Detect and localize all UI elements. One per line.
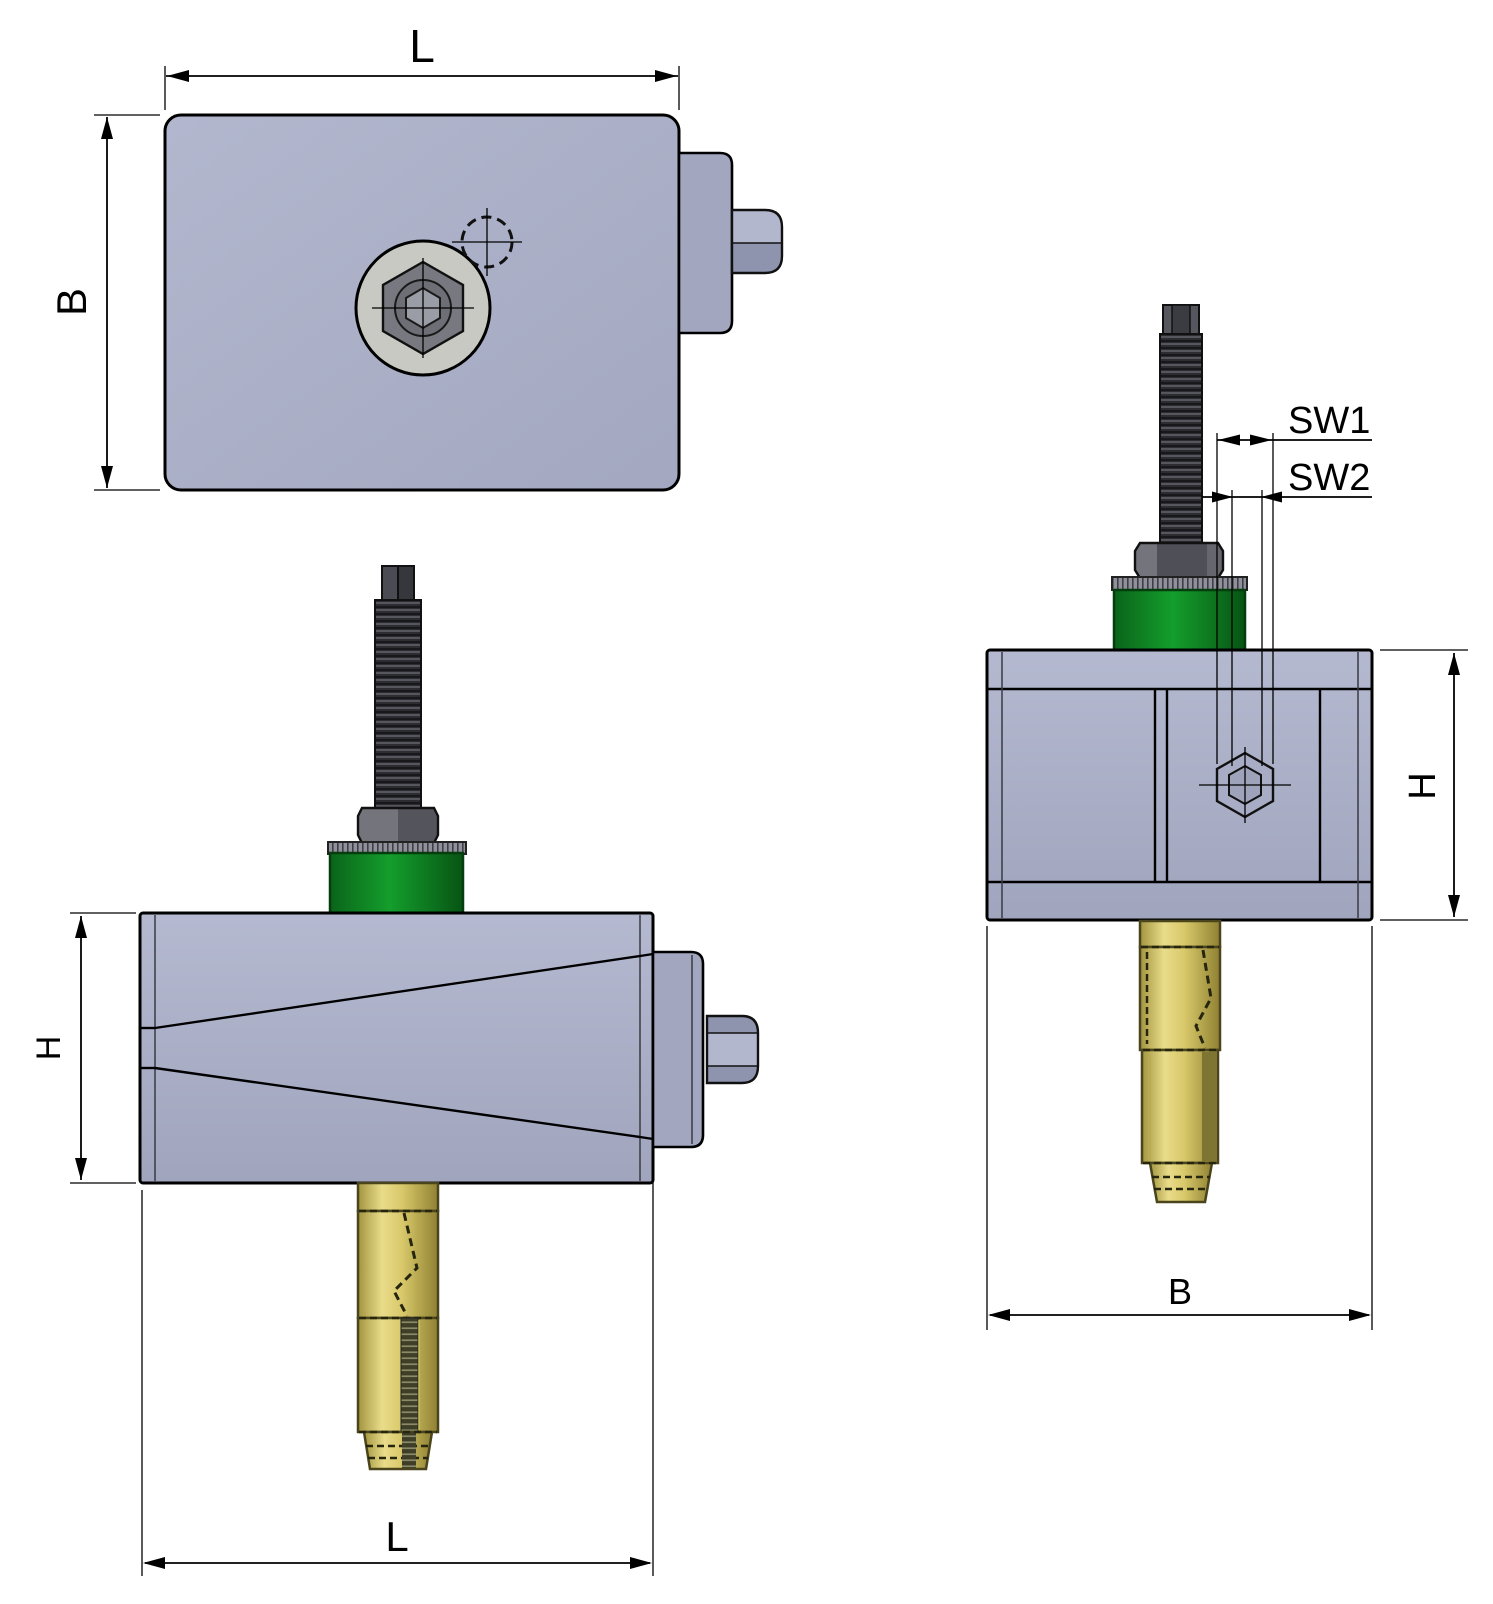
arrowhead-down [101,466,113,488]
dim-label-length-front: L [385,1513,408,1560]
dim-label-sw2: SW2 [1288,457,1370,499]
dim-label-width-side: B [1168,1271,1192,1312]
side-anchor-collar [1138,919,1222,949]
dim-width-side-bottom: B [986,926,1373,1330]
side-anchor-shadow-strip [1202,1052,1216,1161]
top-view-side-bolt [730,208,784,275]
side-elastomer [1112,588,1247,652]
side-hex-bolt-head [1199,747,1291,823]
top-view-center-boss [354,239,492,377]
anchor-collar [356,1181,440,1213]
side-view: SW1 SW2 H B [985,304,1468,1330]
side-housing-block [985,648,1374,922]
arrowhead-up [101,117,113,139]
side-jam-nut [1133,541,1225,580]
dim-length-front-bottom: L [141,1152,654,1576]
dim-label-sw1: SW1 [1288,400,1370,442]
front-threaded-rod [374,599,422,811]
dim-label-width-top-view: B [48,288,95,316]
front-wedge-diagonal-upper [154,954,641,1030]
sw-extension-lines [1216,433,1274,766]
anchor-crack-line [392,1212,419,1317]
anchor-thread-slot [400,1317,419,1433]
dim-label-height-side: H [1402,772,1444,799]
dim-sw1: SW1 [1217,400,1372,446]
front-elastomer [328,851,465,915]
wedge-tick-right-upper [639,952,654,958]
anchor-tip-slot [402,1432,416,1468]
dim-height-front: H [30,912,136,1184]
front-wedge-diagonal-lower [154,1066,641,1139]
wedge-tick-right-lower [639,1135,654,1141]
front-side-connector [651,950,705,1149]
side-anchor-cone-tip [1148,1161,1214,1204]
side-anchor-upper-body [1138,945,1222,1052]
side-anchor [1138,919,1222,1204]
anchor-upper-body [356,1209,440,1320]
front-side-bolt [705,1014,760,1085]
dim-height-side: H [1380,649,1468,921]
dim-label-length-top: L [409,20,435,72]
anchor-cone-tip [362,1430,434,1471]
front-jam-nut [356,806,440,845]
front-anchor [356,1181,440,1471]
side-anchor-crack [1194,949,1213,1049]
front-rod-tip [381,565,415,603]
dim-length-top: L [164,20,680,110]
top-view: L B [48,20,784,492]
arrowhead-left [167,70,189,82]
side-rod-tip [1162,304,1200,336]
dim-sw2: SW2 [1202,457,1372,503]
side-threaded-rod [1159,333,1203,545]
arrowhead-right [655,70,677,82]
front-housing-block [138,911,655,1185]
dim-width-left: B [48,114,160,491]
top-view-pin-hole [452,208,522,276]
anchor-lower-body [356,1316,440,1434]
top-view-side-connector [677,151,734,335]
side-knurled-washer [1111,576,1248,591]
dim-label-height-front: H [30,1036,68,1061]
front-view: H L [30,565,760,1576]
